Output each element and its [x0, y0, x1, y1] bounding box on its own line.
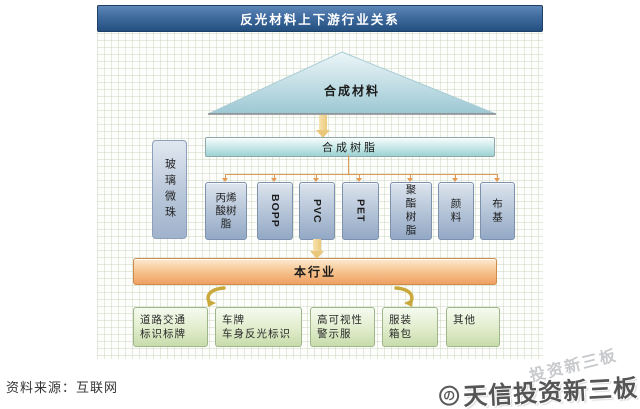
downstream-line: 警示服 [317, 328, 352, 340]
down-arrow-icon [316, 115, 330, 138]
material-box-acrylic-resin: 丙烯酸树脂 [205, 182, 247, 240]
downstream-box-warning-clothing: 高可视性 警示服 [310, 307, 375, 347]
down-arrow-icon [310, 239, 324, 259]
watermark-logo-icon: の [438, 384, 460, 406]
arrowhead-icon [222, 178, 228, 182]
diagram-title-bar: 反光材料上下游行业关系 [97, 5, 543, 32]
synthetic-resin-bar: 合成树脂 [205, 137, 495, 157]
connector-drop [410, 174, 411, 178]
arrow-head [316, 130, 330, 138]
arrowhead-icon [494, 178, 500, 182]
glass-beads-label: 玻璃微珠 [163, 157, 176, 222]
downstream-line: 服装 [389, 314, 412, 326]
material-label: 聚酯树脂 [404, 184, 417, 238]
watermark: の 天信投资新三板 [438, 368, 639, 409]
downstream-line: 车牌 [222, 314, 245, 326]
connector-line [348, 155, 349, 174]
arrowhead-icon [452, 178, 458, 182]
downstream-line: 道路交通 [140, 314, 186, 326]
connector-drop [225, 174, 226, 178]
curved-arrow-left-icon [206, 286, 226, 307]
diagram-panel: 反光材料上下游行业关系 合成材料 合成树脂 [97, 5, 543, 359]
connector-drop [316, 174, 317, 178]
material-label: 颜料 [449, 197, 462, 225]
arrowhead-icon [356, 178, 362, 182]
arrow-stem [313, 239, 321, 251]
material-box-cloth-base: 布基 [480, 182, 515, 240]
connector-drop [359, 174, 360, 178]
material-box-pigment: 颜料 [438, 182, 474, 240]
connector-drop [497, 174, 498, 178]
downstream-line: 箱包 [389, 328, 412, 340]
arrowhead-icon [313, 178, 319, 182]
downstream-box-other: 其他 [446, 307, 500, 347]
material-box-pvc: PVC [299, 182, 335, 240]
industry-label: 本行业 [293, 265, 336, 279]
connector-rail [225, 174, 498, 175]
material-box-pet: PET [342, 182, 379, 240]
diagram-title: 反光材料上下游行业关系 [240, 13, 400, 27]
material-label: PET [354, 199, 367, 223]
material-box-bopp: BOPP [257, 182, 293, 240]
curved-arrow-right-icon [394, 286, 414, 307]
material-label: 丙烯酸树脂 [215, 191, 237, 230]
material-label: BOPP [269, 194, 281, 228]
source-note: 资料来源：互联网 [6, 380, 119, 395]
connector-drop [455, 174, 456, 178]
downstream-box-apparel-luggage: 服装 箱包 [382, 307, 438, 347]
downstream-line: 高可视性 [317, 314, 363, 326]
triangle-shape [207, 51, 497, 115]
glass-beads-box: 玻璃微珠 [152, 140, 187, 239]
synthetic-materials-triangle: 合成材料 [202, 50, 502, 117]
arrowhead-icon [407, 178, 413, 182]
arrowhead-icon [271, 178, 277, 182]
connector-drop [274, 174, 275, 178]
downstream-box-vehicle-marking: 车牌 车身反光标识 [215, 307, 302, 347]
synthetic-materials-label: 合成材料 [323, 84, 380, 98]
material-label: 布基 [491, 197, 503, 225]
arrow-head [310, 251, 324, 259]
downstream-line: 车身反光标识 [222, 328, 291, 340]
watermark-text: 天信投资新三板 [462, 374, 639, 409]
synthetic-resin-label: 合成树脂 [322, 142, 378, 154]
downstream-line: 其他 [453, 314, 476, 326]
material-box-polyester-resin: 聚酯树脂 [390, 182, 432, 240]
downstream-line: 标识标牌 [140, 328, 186, 340]
downstream-box-road-signs: 道路交通 标识标牌 [133, 307, 208, 347]
material-label: PVC [311, 198, 323, 224]
arrow-stem [319, 115, 327, 130]
industry-bar: 本行业 [133, 258, 497, 285]
